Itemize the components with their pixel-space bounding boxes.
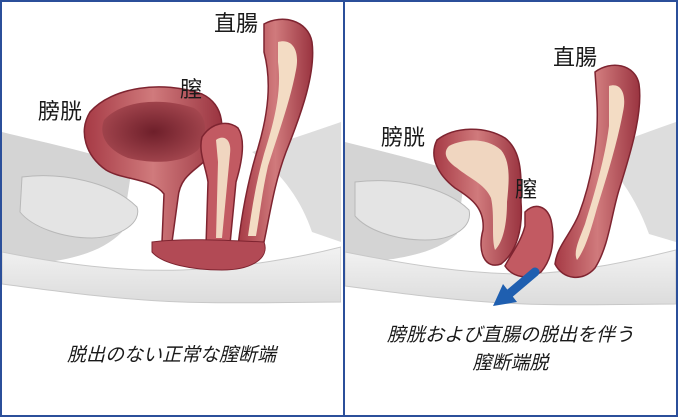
rectum-label: 直腸	[553, 40, 597, 72]
bladder-label: 膀胱	[38, 94, 82, 126]
pelvic-floor	[152, 240, 265, 270]
prolapse-anatomy-panel: 直腸 膀胱 膣 膀胱および直腸の脱出を伴う 膣断端脱	[345, 2, 676, 415]
rectum-label: 直腸	[214, 6, 258, 38]
normal-caption: 脱出のない正常な膣断端	[2, 340, 341, 367]
normal-anatomy-panel: 直腸 膀胱 膣 脱出のない正常な膣断端	[2, 2, 341, 415]
bladder-cavity	[102, 102, 205, 162]
vagina-label: 膣	[515, 172, 537, 204]
bladder-label: 膀胱	[381, 120, 425, 152]
prolapse-caption-line1: 膀胱および直腸の脱出を伴う	[345, 320, 676, 347]
prolapse-caption-line2: 膣断端脱	[345, 348, 676, 375]
vagina-label: 膣	[180, 72, 202, 104]
